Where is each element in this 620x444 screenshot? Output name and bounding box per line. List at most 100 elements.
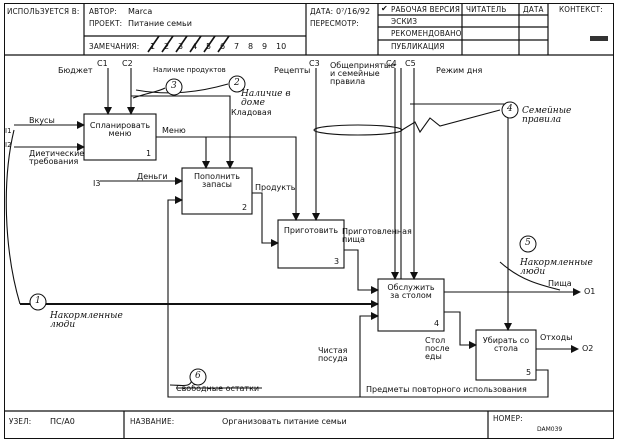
notes-number: 8	[248, 42, 254, 51]
arrow-table-after	[444, 311, 477, 349]
note-text-5: Накормленные люди	[520, 258, 593, 277]
code-i1: I1	[5, 127, 12, 135]
status-recommended: РЕКОМЕНДОВАНО	[391, 29, 462, 38]
code-i2: I2	[5, 141, 12, 149]
squiggle-5	[499, 261, 561, 291]
code-c5: C5	[405, 59, 416, 68]
label-c5: Режим дня	[436, 66, 483, 75]
status-check-icon: ✔	[381, 4, 388, 13]
label-o2: Отходы	[540, 333, 573, 342]
notes-number: 7	[234, 42, 240, 51]
arrow-reuse	[167, 196, 549, 398]
arrow-products	[252, 192, 279, 247]
note-circle-1	[29, 293, 47, 311]
box-2-num: 2	[242, 203, 248, 212]
note-circle-3	[165, 78, 183, 96]
note-text-2: Наличие в доме	[241, 89, 291, 108]
label-c2: Наличие продуктов	[153, 66, 226, 74]
note-num-2: 2	[234, 78, 240, 88]
note-circle-2	[228, 75, 246, 93]
note-num-5: 5	[525, 238, 531, 248]
used-at-label: ИСПОЛЬЗУЕТСЯ В:	[7, 7, 80, 16]
label-reusable: Предметы повторного использования	[366, 385, 527, 394]
number-label: НОМЕР:	[493, 414, 523, 423]
note-num-1: 1	[35, 296, 41, 306]
notes-label: ЗАМЕЧАНИЯ:	[89, 42, 140, 51]
box-2	[181, 167, 253, 215]
code-c2: C2	[122, 59, 133, 68]
squiggle-3	[132, 87, 166, 99]
reader-date-label: ДАТА	[523, 5, 544, 14]
bundle-ellipse	[313, 124, 403, 136]
code-i3: I3	[93, 179, 101, 188]
reader-label: ЧИТАТЕЛЬ	[466, 5, 507, 14]
notes-number: 9	[262, 42, 268, 51]
squiggle-2	[135, 83, 229, 94]
label-pantry: Кладовая	[231, 108, 272, 117]
note-circle-6	[189, 368, 207, 386]
box-2-label: Пополнить запасы	[194, 172, 240, 189]
diagram-frame	[4, 3, 614, 439]
arrow-cooked	[344, 249, 379, 294]
arrow-c2-branch	[131, 95, 234, 169]
status-draft: ЭСКИЗ	[391, 17, 418, 26]
note-num-3: 3	[171, 81, 177, 91]
notes-strikes	[147, 35, 230, 53]
label-c1: Бюджет	[58, 66, 93, 75]
box-3-num: 3	[334, 257, 340, 266]
box-1-label: Спланировать меню	[89, 121, 151, 138]
arrow-menu-b	[200, 136, 300, 221]
squiggle-4	[401, 109, 501, 134]
note-num-6: 6	[195, 371, 201, 381]
label-products: Продукты	[255, 183, 298, 192]
arrow-clean	[359, 312, 379, 397]
label-i3: Деньги	[137, 172, 168, 181]
code-o2: O2	[582, 344, 594, 353]
label-i1: Вкусы	[29, 116, 55, 125]
label-menu: Меню	[162, 126, 186, 135]
status-publication: ПУБЛИКАЦИЯ	[391, 42, 445, 51]
box-5-label: Убирать со стола	[482, 336, 530, 353]
notes-number: 10	[276, 42, 287, 51]
node-value: ПС/А0	[50, 417, 75, 426]
arrow-menu	[156, 136, 210, 169]
label-c3: Рецепты	[274, 66, 311, 75]
note-text-1: Накормленные люди	[50, 311, 123, 330]
diagram-title: Организовать питание семьи	[222, 417, 347, 426]
box-3-label: Приготовить	[283, 226, 339, 235]
label-o1: Пища	[548, 279, 572, 288]
title-label: НАЗВАНИЕ:	[130, 417, 175, 426]
code-c1: C1	[97, 59, 108, 68]
project-label: ПРОЕКТ:	[89, 19, 123, 28]
label-cooked: Приготовленная пища	[342, 227, 412, 244]
code-c4: C4	[386, 59, 397, 68]
label-i2: Диетические требования	[29, 149, 85, 166]
label-table-after: Стол после еды	[425, 336, 450, 361]
code-o1: O1	[584, 287, 596, 296]
label-clean-dishes: Чистая посуда	[318, 346, 348, 363]
author-value: Marca	[128, 7, 153, 16]
status-working: РАБОЧАЯ ВЕРСИЯ	[391, 5, 461, 14]
note-text-4: Семейные правила	[522, 106, 572, 125]
note-num-4: 4	[507, 104, 513, 114]
box-1-num: 1	[146, 149, 152, 158]
note-circle-4	[501, 101, 519, 119]
box-4-num: 4	[434, 319, 440, 328]
note-circle-5	[519, 235, 537, 253]
context-label: КОНТЕКСТ:	[559, 5, 603, 14]
code-c3: C3	[309, 59, 320, 68]
label-c4: Общепринятые и семейные правила	[330, 61, 396, 86]
reviewer-label: ПЕРЕСМОТР:	[310, 19, 359, 28]
label-leftovers: Свободные остатки	[176, 384, 260, 393]
box-4-label: Обслужить за столом	[387, 283, 435, 300]
date-value: 0⁷/16/92	[336, 7, 371, 16]
author-label: АВТОР:	[89, 7, 117, 16]
project-value: Питание семьи	[128, 19, 192, 28]
node-label: УЗЕЛ:	[9, 417, 32, 426]
box-5-num: 5	[526, 368, 532, 377]
loop-left	[5, 129, 21, 305]
number-value: DAM039	[537, 426, 563, 433]
date-label: ДАТА:	[310, 7, 334, 16]
